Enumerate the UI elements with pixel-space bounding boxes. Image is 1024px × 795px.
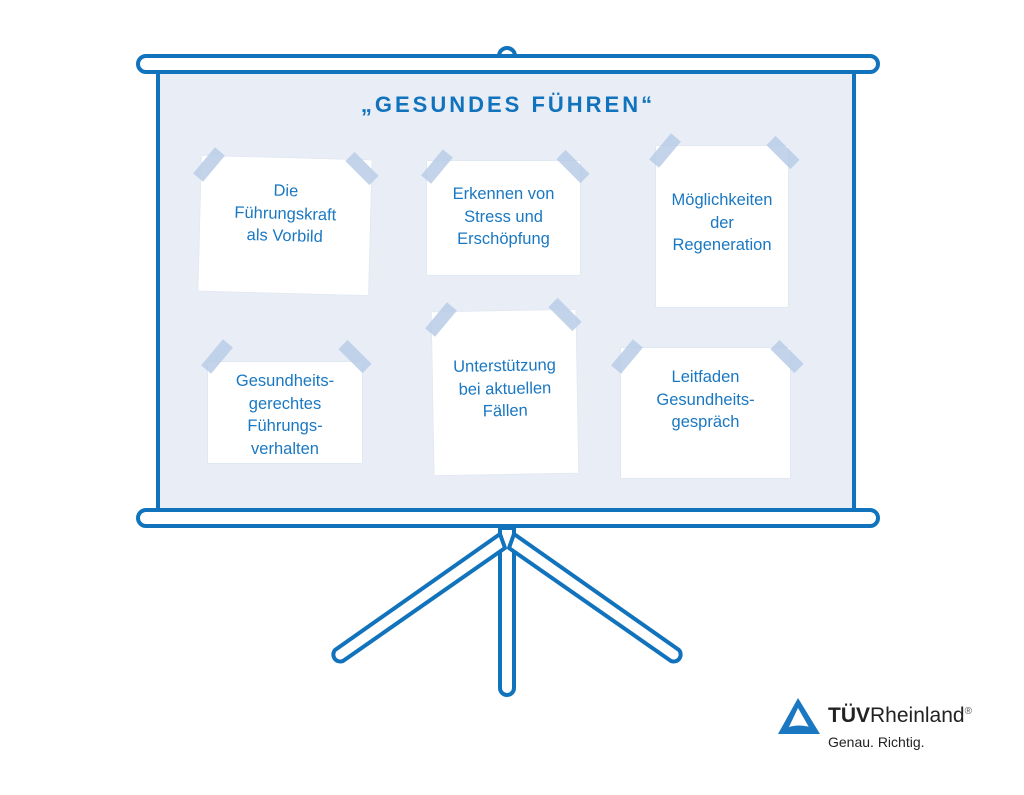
bottom-roller [136, 508, 880, 528]
note-text: Gesundheits- gerechtes Führungs- verhalt… [235, 372, 335, 458]
note-card: Die Führungskraft als Vorbild [198, 155, 372, 296]
board-title: „GESUNDES FÜHREN“ [360, 92, 656, 117]
hanging-hook [497, 46, 517, 57]
top-roller [136, 54, 880, 74]
note-card: Leitfaden Gesundheits- gespräch [621, 348, 790, 478]
note-card: Erkennen von Stress und Erschöpfung [427, 161, 580, 275]
note-card: Gesundheits- gerechtes Führungs- verhalt… [208, 362, 362, 463]
note-card: Unterstützung bei aktuellen Fällen [431, 309, 579, 476]
note-text: Leitfaden Gesundheits- gespräch [656, 368, 755, 431]
brand-name: TÜVRheinland® [828, 704, 972, 727]
note-text: Die Führungskraft als Vorbild [234, 181, 337, 246]
note-text: Unterstützung bei aktuellen Fällen [453, 356, 557, 421]
brand-slogan: Genau. Richtig. [828, 734, 925, 750]
triangle-logo-icon [778, 698, 820, 734]
note-text: Möglichkeiten der Regeneration [671, 191, 773, 254]
note-card: Möglichkeiten der Regeneration [656, 146, 788, 307]
note-text: Erkennen von Stress und Erschöpfung [452, 185, 555, 248]
tripod-stand [331, 526, 683, 697]
tuv-rheinland-logo: TÜVRheinland® Genau. Richtig. [776, 696, 972, 750]
